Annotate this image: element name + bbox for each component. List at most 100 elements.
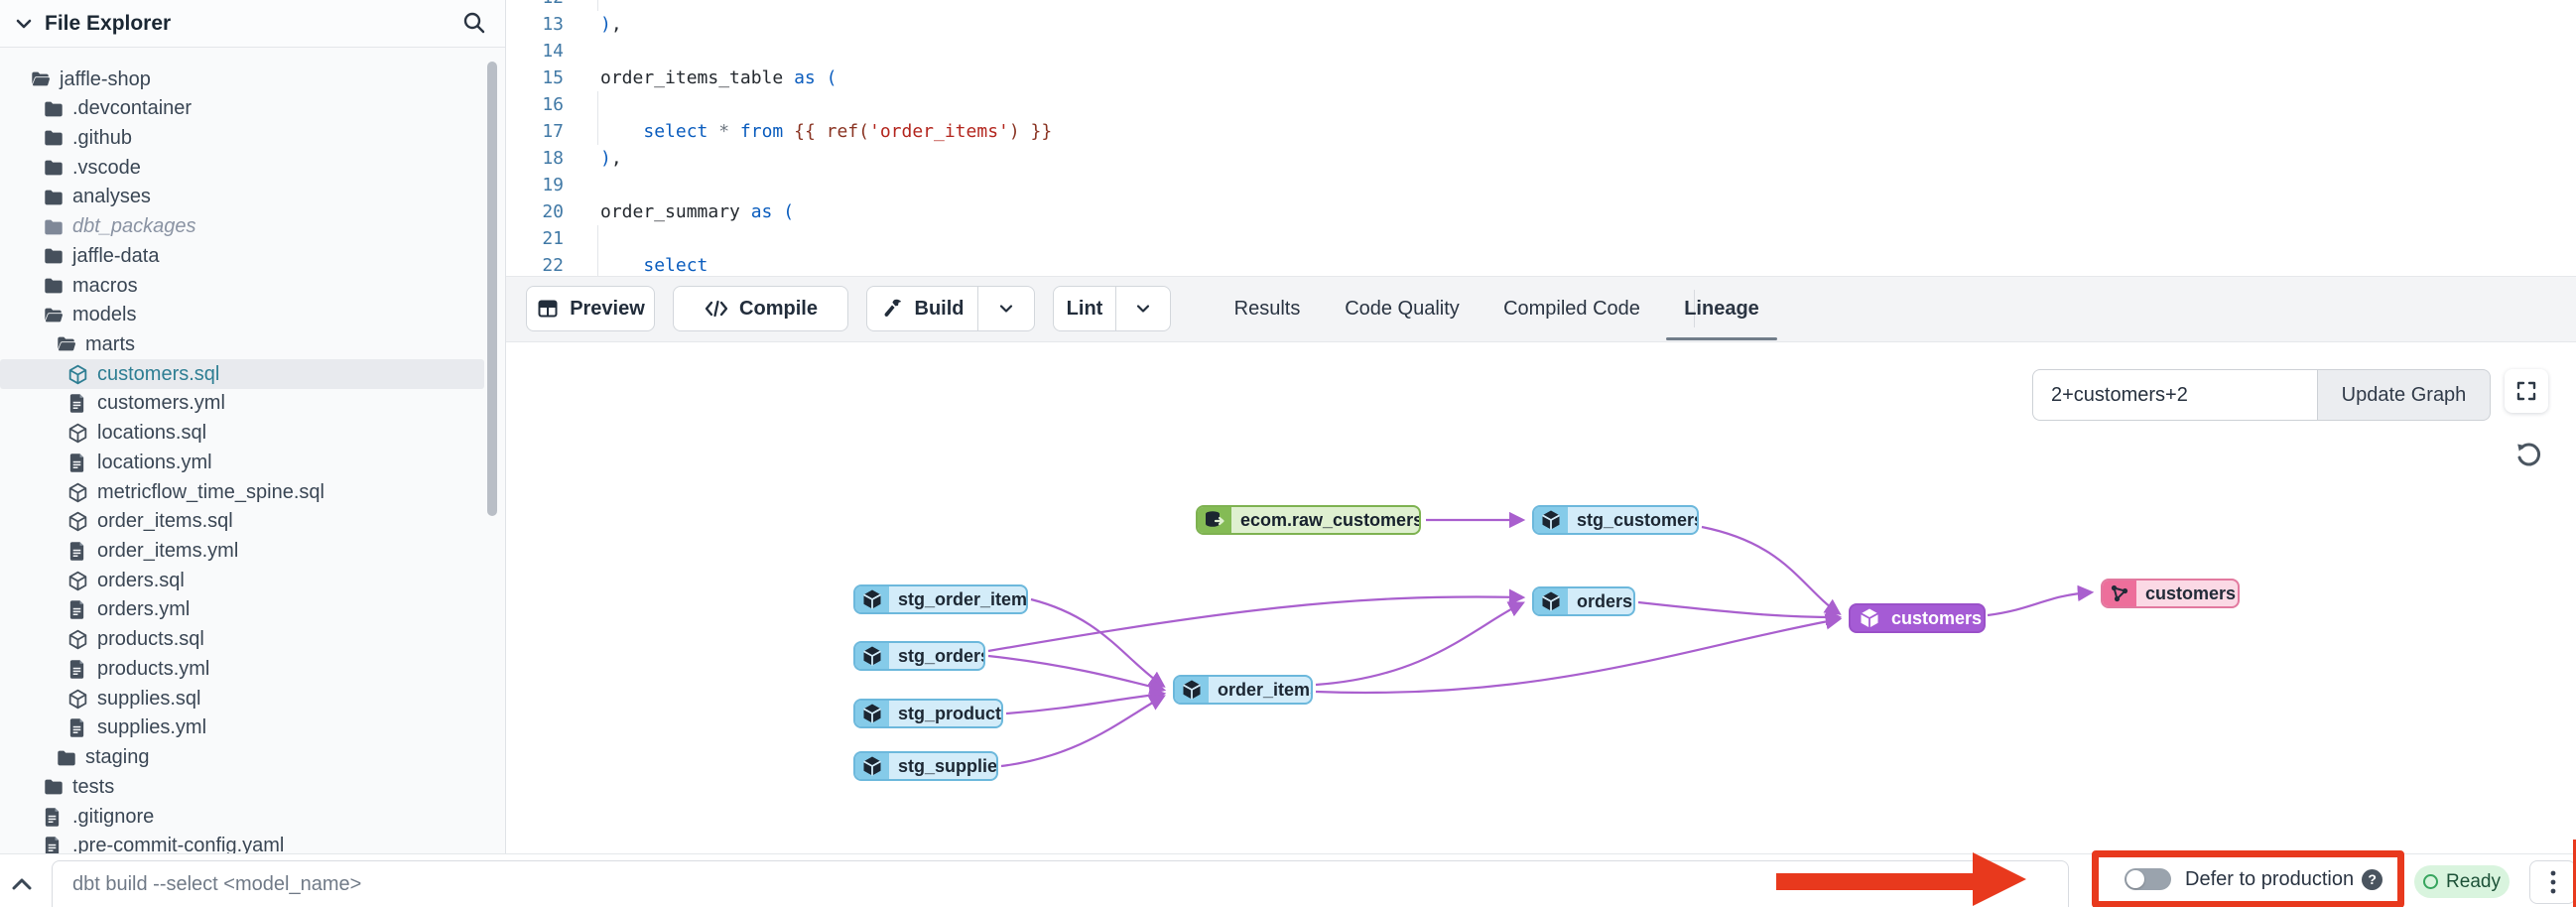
code-line-14: 14 [506,38,2576,65]
lineage-node-ecom.raw_customers[interactable]: ecom.raw_customers [1196,505,1421,535]
tree-item-label: supplies.sql [97,687,201,710]
node-label: stg_supplies [898,755,998,776]
indent-guide [597,91,598,145]
build-dropdown-button[interactable] [978,287,1034,330]
model-icon [67,511,88,532]
code-line-17: 17 select * from {{ ref('order_items') }… [506,118,2576,145]
tree-item--devcontainer[interactable]: .devcontainer [0,94,484,124]
tree-item-order-items-yml[interactable]: order_items.yml [0,537,484,567]
tree-item-supplies-yml[interactable]: supplies.yml [0,713,484,743]
tab-lineage[interactable]: Lineage [1684,298,1759,320]
code-line-21: 21 [506,225,2576,252]
yml-icon [43,836,62,853]
annotation-edge-mark [2573,840,2576,907]
node-label: stg_customers [1577,509,1699,530]
tree-item--vscode[interactable]: .vscode [0,153,484,183]
help-icon[interactable]: ? [2362,868,2383,890]
code-text: ), [600,148,622,169]
code-text: select * from {{ ref('order_items') }} [643,121,1053,142]
lineage-node-stg_products[interactable]: stg_products [853,699,1003,728]
tree-item-order-items-sql[interactable]: order_items.sql [0,507,484,537]
lint-dropdown-button[interactable] [1116,287,1170,330]
lint-button[interactable]: Lint [1054,298,1115,321]
lineage-node-stg_orders[interactable]: stg_orders [853,641,985,671]
tree-item-locations-sql[interactable]: locations.sql [0,419,484,449]
tree-item-supplies-sql[interactable]: supplies.sql [0,684,484,713]
defer-to-production-toggle[interactable] [2125,868,2171,890]
tree-item-tests[interactable]: tests [0,772,484,802]
tree-item-dbt-packages[interactable]: dbt_packages [0,212,484,242]
tree-item-customers-yml[interactable]: customers.yml [0,389,484,419]
lineage-node-stg_order_items[interactable]: stg_order_items [853,584,1028,614]
tree-item-models[interactable]: models [0,301,484,330]
fullscreen-button[interactable] [2505,369,2548,413]
tree-item--gitignore[interactable]: .gitignore [0,802,484,832]
tree-item-metricflow-time-spine-sql[interactable]: metricflow_time_spine.sql [0,477,484,507]
build-button[interactable]: Build [867,297,977,321]
tree-item-analyses[interactable]: analyses [0,183,484,212]
update-graph-button[interactable]: Update Graph [2317,369,2491,421]
chevron-up-icon[interactable] [10,874,34,894]
folder-icon [43,275,64,297]
compile-button[interactable]: Compile [673,286,848,331]
model-icon [67,364,88,385]
tree-item-products-yml[interactable]: products.yml [0,654,484,684]
tree-item--github[interactable]: .github [0,123,484,153]
toggle-knob [2126,870,2144,888]
line-number: 22 [542,255,564,276]
tree-item-orders-yml[interactable]: orders.yml [0,595,484,625]
code-line-12: 12 [506,0,2576,11]
sidebar-scrollbar[interactable] [487,62,497,516]
search-icon[interactable] [459,8,489,38]
tree-item-macros[interactable]: macros [0,271,484,301]
chevron-down-icon[interactable] [13,13,35,35]
tree-item-jaffle-data[interactable]: jaffle-data [0,241,484,271]
tree-item-customers-sql[interactable]: customers.sql [0,359,484,390]
lint-button-group: Lint [1053,286,1171,331]
tree-item-label: metricflow_time_spine.sql [97,480,324,503]
command-input[interactable]: dbt build --select <model_name> [52,860,2069,907]
tree-item-marts[interactable]: marts [0,329,484,359]
tree-item-products-sql[interactable]: products.sql [0,625,484,655]
line-number: 19 [542,175,564,195]
tab-compiled-code[interactable]: Compiled Code [1503,298,1640,320]
tree-item-label: order_items.yml [97,540,239,563]
tree-item-label: .vscode [72,156,141,179]
tree-item-orders-sql[interactable]: orders.sql [0,566,484,595]
indent-guide [597,0,598,11]
lineage-node-customers_ext[interactable]: customers [2101,579,2240,608]
lineage-node-orders[interactable]: orders [1532,586,1635,616]
overflow-menu-button[interactable] [2529,860,2576,904]
node-label: order_items [1218,679,1313,700]
selector-input[interactable]: 2+customers+2 [2032,369,2317,421]
lineage-node-stg_customers[interactable]: stg_customers [1532,505,1699,535]
status-badge[interactable]: Ready [2414,865,2510,898]
preview-button[interactable]: Preview [526,286,655,331]
model-cube-icon [855,753,889,779]
tree-item-jaffle-shop[interactable]: jaffle-shop [0,65,484,94]
tree-item-staging[interactable]: staging [0,743,484,773]
file-tree: jaffle-shop .devcontainer .github .vscode an… [0,56,484,853]
code-text: ), [600,14,622,35]
fullscreen-icon [2516,381,2536,401]
tree-item-locations-yml[interactable]: locations.yml [0,448,484,477]
file-explorer-panel: File Explorer jaffle-shop.devcontainer.g… [0,0,506,853]
tree-item-label: order_items.sql [97,510,233,533]
refresh-layout-button[interactable] [2512,439,2544,470]
tab-code-quality[interactable]: Code Quality [1345,298,1460,320]
lineage-node-customers[interactable]: customers [1849,603,1986,633]
code-line-19: 19 [506,172,2576,198]
folder-icon [43,98,64,120]
model-cube-icon [1851,605,1882,631]
tree-item-label: .github [72,126,133,149]
tree-item-label: .devcontainer [72,97,193,120]
lineage-node-order_items[interactable]: order_items [1173,675,1313,705]
defer-to-production-label: Defer to production [2185,867,2355,890]
lineage-node-stg_supplies[interactable]: stg_supplies [853,751,998,781]
tree-item--pre-commit-config-yaml[interactable]: .pre-commit-config.yaml [0,832,484,853]
tab-results[interactable]: Results [1233,298,1301,320]
ready-circle-icon [2423,874,2439,889]
yml-icon [67,659,86,680]
line-number: 20 [542,201,564,222]
